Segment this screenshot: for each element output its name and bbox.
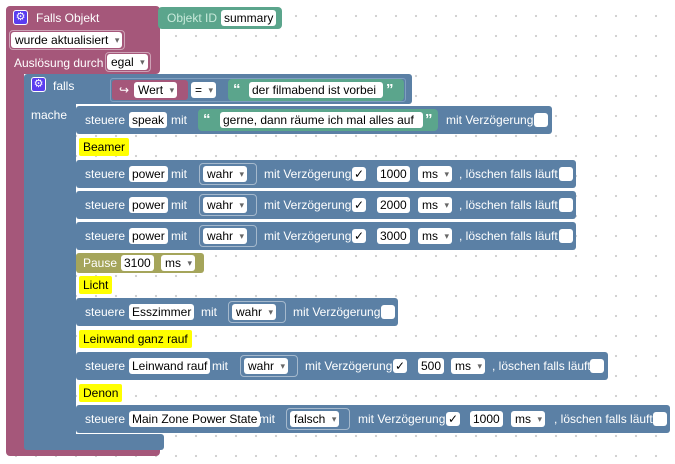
delay-label: mit Verzögerung (264, 198, 352, 212)
value-dropdown-wrap (199, 225, 257, 247)
close-quote-icon: ” (386, 81, 394, 98)
delay-value-field[interactable]: 2000 (377, 197, 410, 213)
value-dropdown-wrap (286, 408, 350, 430)
mit-label: mit (171, 167, 187, 181)
delay-unit-dropdown[interactable]: ms (451, 358, 485, 374)
power-value-dropdown[interactable]: wahr (203, 166, 248, 182)
delay-unit-dropdown[interactable]: ms (418, 228, 452, 244)
compare-text-input[interactable]: der filmabend ist vorbei (249, 82, 383, 98)
delay-label: mit Verzögerung (358, 412, 446, 426)
clear-running-label: , löschen falls läuft (554, 412, 653, 426)
value-dropdown-wrap (199, 194, 257, 216)
power-device-field[interactable]: power (129, 197, 168, 213)
clear-running-label: , löschen falls läuft (492, 359, 591, 373)
steuere-label: steuere (85, 229, 126, 243)
delay-value-field[interactable]: 1000 (470, 411, 503, 427)
delay-value-field[interactable]: 500 (418, 358, 445, 374)
mit-label: mit (171, 113, 187, 127)
delay-unit-dropdown[interactable]: ms (418, 166, 452, 182)
clear-running-checkbox[interactable] (559, 167, 573, 181)
delay-label: mit Verzögerung (264, 167, 352, 181)
delay-checkbox[interactable] (381, 305, 395, 319)
delay-checkbox[interactable] (534, 113, 548, 127)
if-gear-icon[interactable]: ⚙ (31, 77, 46, 92)
leinwand-device-field[interactable]: Leinwand rauf (129, 358, 211, 374)
licht-value-dropdown[interactable]: wahr (232, 304, 277, 320)
mit-label: mit (212, 359, 228, 373)
clear-running-checkbox[interactable] (653, 412, 667, 426)
pause-value-field[interactable]: 3100 (121, 255, 154, 271)
comment-leinwand[interactable]: Leinwand ganz rauf (79, 330, 192, 348)
mit-label: mit (171, 229, 187, 243)
clear-running-label: , löschen falls läuft (459, 198, 558, 212)
speak-text-input[interactable]: gerne, dann räume ich mal alles auf (220, 112, 423, 128)
trigger-title: Falls Objekt (36, 11, 100, 25)
comment-licht[interactable]: Licht (79, 276, 113, 294)
value-dropdown[interactable]: Wert (134, 82, 178, 98)
denon-device-field[interactable]: Main Zone Power State (129, 411, 261, 427)
operator-dropdown[interactable]: = (191, 82, 217, 98)
power-value-dropdown[interactable]: wahr (203, 197, 248, 213)
mache-label: mache (31, 108, 68, 122)
power-device-field[interactable]: power (129, 228, 168, 244)
if-block-spine (24, 100, 76, 440)
trigger-gear-icon[interactable]: ⚙ (13, 10, 28, 25)
comment-beamer[interactable]: Beamer (79, 138, 130, 156)
triggered-by-dropdown-wrap (105, 52, 151, 72)
value-dropdown-wrap (240, 355, 298, 377)
power-device-field[interactable]: power (129, 166, 168, 182)
clear-running-checkbox[interactable] (590, 359, 604, 373)
licht-device-field[interactable]: Esszimmer (129, 304, 195, 320)
steuere-label: steuere (85, 113, 126, 127)
delay-label: mit Verzögerung (293, 305, 381, 319)
falls-label: falls (53, 79, 75, 93)
steuere-label: steuere (85, 198, 126, 212)
delay-label: mit Verzögerung (305, 359, 393, 373)
delay-checkbox[interactable]: ✓ (446, 412, 460, 426)
update-mode-dropdown[interactable]: wurde aktualisiert (11, 32, 123, 48)
clear-running-label: , löschen falls läuft (459, 229, 558, 243)
clear-running-checkbox[interactable] (559, 229, 573, 243)
delay-checkbox[interactable]: ✓ (352, 198, 366, 212)
triggered-by-label: Auslösung durch (14, 56, 104, 70)
comment-denon[interactable]: Denon (79, 384, 123, 402)
delay-value-field[interactable]: 3000 (377, 228, 410, 244)
clear-running-checkbox[interactable] (559, 198, 573, 212)
speak-close-quote-icon: ” (425, 111, 433, 128)
delay-unit-dropdown[interactable]: ms (418, 197, 452, 213)
power-value-dropdown[interactable]: wahr (203, 228, 248, 244)
delay-checkbox[interactable]: ✓ (352, 229, 366, 243)
steuere-label: steuere (85, 305, 126, 319)
leinwand-value-dropdown[interactable]: wahr (244, 358, 289, 374)
update-mode-dropdown-wrap (9, 30, 125, 50)
steuere-label: steuere (85, 412, 126, 426)
clear-running-label: , löschen falls läuft (459, 167, 558, 181)
open-quote-icon: “ (233, 81, 241, 98)
object-id-input[interactable]: summary (221, 10, 277, 26)
pause-unit-dropdown[interactable]: ms (161, 255, 195, 271)
trigger-block-spine (6, 60, 24, 440)
denon-value-dropdown[interactable]: falsch (290, 411, 340, 427)
delay-checkbox[interactable]: ✓ (352, 167, 366, 181)
delay-label: mit Verzögerung (446, 113, 534, 127)
delay-unit-dropdown[interactable]: ms (511, 411, 545, 427)
pause-label: Pause (83, 256, 118, 270)
value-dropdown-wrap (228, 301, 286, 323)
mit-label: mit (259, 412, 275, 426)
delay-label: mit Verzögerung (264, 229, 352, 243)
if-block-footer (24, 434, 164, 450)
speak-device-field[interactable]: speak (129, 112, 168, 128)
mit-label: mit (201, 305, 217, 319)
steuere-label: steuere (85, 167, 126, 181)
mit-label: mit (171, 198, 187, 212)
delay-checkbox[interactable]: ✓ (393, 359, 407, 373)
delay-value-field[interactable]: 1000 (377, 166, 410, 182)
triggered-by-dropdown[interactable]: egal (107, 54, 148, 70)
value-arrow-icon: ↪ (119, 83, 130, 97)
object-id-label: Objekt ID (167, 11, 218, 25)
value-dropdown-wrap (199, 163, 257, 185)
steuere-label: steuere (85, 359, 126, 373)
speak-open-quote-icon: “ (203, 111, 211, 128)
